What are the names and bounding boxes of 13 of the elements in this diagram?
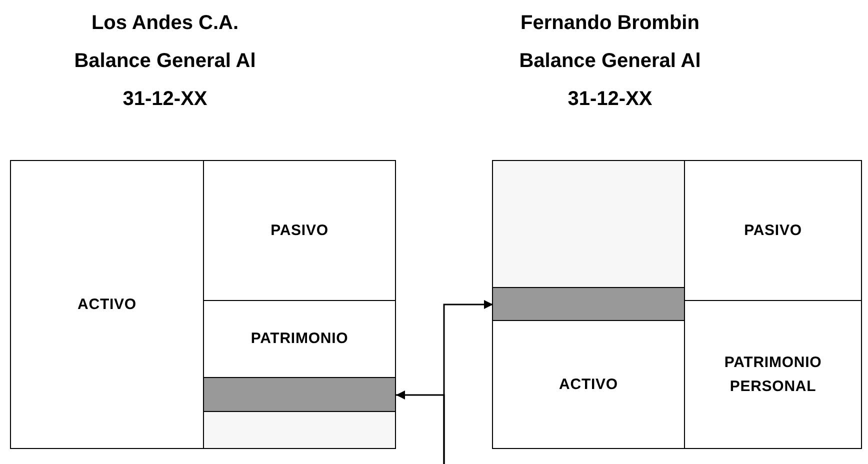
arrow [443, 300, 493, 464]
empty-cell [203, 411, 396, 449]
account-label: PASIVO [743, 220, 803, 240]
account-label: ACTIVO [76, 294, 138, 314]
account-label: PASIVO [270, 220, 330, 240]
account-label: ACTIVO [558, 374, 619, 394]
sheet-title: Los Andes C.A. Balance General Al 31-12-XX [73, 11, 257, 112]
shaded-bar [203, 377, 396, 412]
empty-cell [492, 160, 685, 288]
account-label: PATRIMONIO [250, 329, 350, 349]
account-label: PATRIMONIO PERSONAL [723, 352, 823, 396]
shaded-bar [492, 287, 685, 321]
sheet-title: Fernando Brombin Balance General Al 31-12-XX [518, 11, 702, 112]
